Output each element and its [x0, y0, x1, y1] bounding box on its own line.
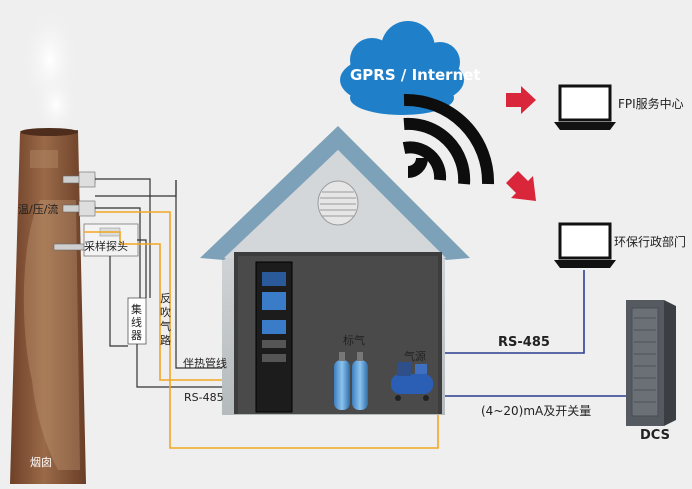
data-arrows	[506, 86, 536, 201]
heat-trace-lines	[84, 211, 439, 449]
rs485-right-label: RS-485	[498, 335, 550, 350]
chimney-label: 烟囱	[30, 456, 52, 469]
signal-wires	[95, 178, 258, 388]
fpi-service-center-label: FPI服务中心	[618, 97, 684, 111]
env-department-label: 环保行政部门	[614, 235, 687, 249]
standard-gas-label: 标气	[343, 334, 365, 347]
sampling-probe-label: 采样探头	[84, 240, 128, 253]
current-signal-label: (4~20)mA及开关量	[481, 404, 592, 418]
hub-label: 集线器	[131, 303, 142, 342]
rs485-left-label: RS-485	[184, 391, 224, 404]
smoke	[20, 5, 80, 135]
gprs-internet-cloud	[340, 21, 464, 115]
wireless-signal-icon	[402, 93, 495, 185]
air-source-label: 气源	[404, 350, 426, 363]
laptop-icon-fpi	[554, 84, 616, 130]
dcs-label: DCS	[640, 428, 670, 443]
standard-gas-cylinders	[334, 352, 368, 410]
laptop-icon-env	[554, 222, 616, 268]
analyzer-cabinet	[255, 261, 293, 413]
dcs-cabinet	[626, 300, 676, 426]
air-compressor	[391, 362, 433, 401]
network-links	[445, 270, 630, 397]
heat-pipe-label: 伴热管线	[183, 357, 227, 370]
temp-pressure-flow-label: 温/压/流	[18, 203, 59, 216]
backblow-gas-path-label: 反吹气路	[160, 292, 171, 347]
chimney	[10, 128, 86, 484]
cloud-label: GPRS / Internet	[350, 66, 481, 84]
